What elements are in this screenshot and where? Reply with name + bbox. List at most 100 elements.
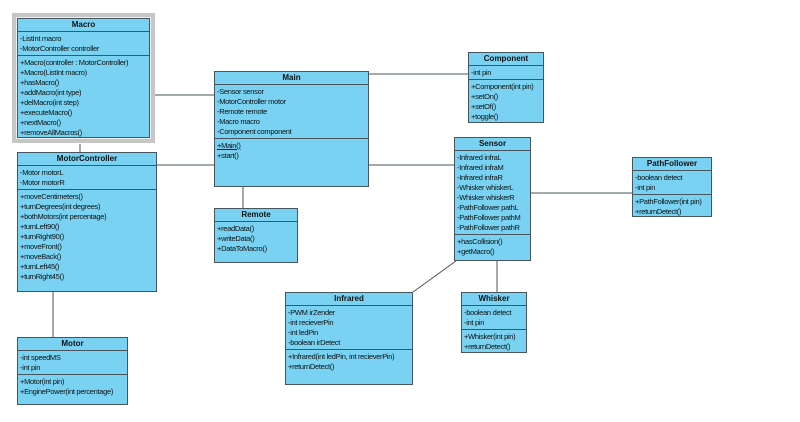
method-member: +addMacro(int type): [20, 88, 82, 97]
class-whisker[interactable]: Whisker-boolean detect-int pin+Whisker(i…: [461, 292, 527, 353]
class-attributes-pathfollower: -boolean detect-int pin: [633, 171, 711, 195]
attribute-member: -Motor motorL: [20, 168, 64, 177]
method-member: +writeData(): [217, 234, 255, 243]
class-attributes-component: -int pin: [469, 66, 543, 80]
attribute-member: -Infrared infraR: [457, 173, 503, 182]
class-title-motor: Motor: [18, 338, 127, 351]
class-title-motorcontroller: MotorController: [18, 153, 156, 166]
method-member: +Main(): [217, 141, 241, 150]
class-attributes-main: -Sensor sensor-MotorController motor-Rem…: [215, 85, 368, 139]
class-title-pathfollower: PathFollower: [633, 158, 711, 171]
attribute-member: -boolean detect: [635, 173, 683, 182]
method-member: +start(): [217, 151, 239, 160]
method-member: +Component(int pin): [471, 82, 534, 91]
class-methods-whisker: +Whisker(int pin)+returnDetect(): [462, 330, 526, 353]
class-attributes-macro: -ListInt macro-MotorController controlle…: [18, 32, 149, 56]
method-member: +bothMotors(int percentage): [20, 212, 107, 221]
attribute-member: -int pin: [464, 318, 485, 327]
method-member: +getMacro(): [457, 247, 495, 256]
attribute-member: -Component component: [217, 127, 292, 136]
attribute-member: -boolean irDetect: [288, 338, 341, 347]
method-member: +turnRight45(): [20, 272, 64, 281]
connector-sensor-infrared: [412, 260, 457, 293]
class-macro[interactable]: Macro-ListInt macro-MotorController cont…: [17, 18, 150, 138]
method-member: +hasCollision(): [457, 237, 503, 246]
method-member: +turnLeft90(): [20, 222, 60, 231]
attribute-member: -Remote remote: [217, 107, 267, 116]
method-member: +hasMacro(): [20, 78, 60, 87]
attribute-member: -Infrared infraM: [457, 163, 504, 172]
method-member: +Whisker(int pin): [464, 332, 516, 341]
attribute-member: -Macro macro: [217, 117, 260, 126]
method-member: +nextMacro(): [20, 118, 61, 127]
attribute-member: -PWM irZender: [288, 308, 335, 317]
attribute-member: -MotorController motor: [217, 97, 286, 106]
attribute-member: -MotorController controller: [20, 44, 100, 53]
class-title-infrared: Infrared: [286, 293, 412, 306]
class-sensor[interactable]: Sensor-Infrared infraL-Infrared infraM-I…: [454, 137, 531, 261]
class-motorcontroller[interactable]: MotorController-Motor motorL-Motor motor…: [17, 152, 157, 292]
method-member: +Macro(controller : MotorController): [20, 58, 129, 67]
method-member: +returnDetect(): [635, 207, 682, 216]
class-title-main: Main: [215, 72, 368, 85]
class-methods-motor: +Motor(int pin)+EnginePower(int percenta…: [18, 375, 127, 404]
class-methods-infrared: +Infrared(int ledPin, int recieverPin)+r…: [286, 350, 412, 384]
method-member: +setOf(): [471, 102, 496, 111]
class-methods-main: +Main()+start(): [215, 139, 368, 186]
class-methods-motorcontroller: +moveCentimeters()+turnDegrees(int degre…: [18, 190, 156, 291]
method-member: +PathFollower(int pin): [635, 197, 702, 206]
method-member: +DataToMacro(): [217, 244, 267, 253]
method-member: +EnginePower(int percentage): [20, 387, 114, 396]
class-component[interactable]: Component-int pin+Component(int pin)+set…: [468, 52, 544, 123]
class-main[interactable]: Main-Sensor sensor-MotorController motor…: [214, 71, 369, 187]
attribute-member: -int speedMS: [20, 353, 61, 362]
attribute-member: -PathFollower pathL: [457, 203, 519, 212]
class-attributes-infrared: -PWM irZender-int recieverPin-int ledPin…: [286, 306, 412, 350]
method-member: +removeAllMacros(): [20, 128, 82, 137]
attribute-member: -Infrared infraL: [457, 153, 502, 162]
method-member: +executeMacro(): [20, 108, 72, 117]
class-title-macro: Macro: [18, 19, 149, 32]
method-member: +moveFront(): [20, 242, 62, 251]
attribute-member: -int pin: [20, 363, 41, 372]
class-title-component: Component: [469, 53, 543, 66]
method-member: +setOn(): [471, 92, 498, 101]
class-attributes-sensor: -Infrared infraL-Infrared infraM-Infrare…: [455, 151, 530, 235]
method-member: +moveBack(): [20, 252, 62, 261]
method-member: +toggle(): [471, 112, 499, 121]
class-attributes-motorcontroller: -Motor motorL-Motor motorR: [18, 166, 156, 190]
method-member: +turnLeft45(): [20, 262, 60, 271]
method-member: +moveCentimeters(): [20, 192, 83, 201]
class-title-whisker: Whisker: [462, 293, 526, 306]
attribute-member: -int pin: [635, 183, 656, 192]
method-member: +delMacro(int step): [20, 98, 79, 107]
attribute-member: -PathFollower pathM: [457, 213, 521, 222]
class-infrared[interactable]: Infrared-PWM irZender-int recieverPin-in…: [285, 292, 413, 385]
attribute-member: -Motor motorR: [20, 178, 65, 187]
method-member: +turnRight90(): [20, 232, 64, 241]
method-member: +returnDetect(): [288, 362, 335, 371]
class-pathfollower[interactable]: PathFollower-boolean detect-int pin+Path…: [632, 157, 712, 217]
attribute-member: -int pin: [471, 68, 492, 77]
method-member: +turnDegrees(int degrees): [20, 202, 101, 211]
class-attributes-whisker: -boolean detect-int pin: [462, 306, 526, 330]
class-methods-component: +Component(int pin)+setOn()+setOf()+togg…: [469, 80, 543, 123]
method-member: +Macro(ListInt macro): [20, 68, 87, 77]
attribute-member: -Whisker whiskerL: [457, 183, 514, 192]
attribute-member: -int recieverPin: [288, 318, 334, 327]
class-methods-pathfollower: +PathFollower(int pin)+returnDetect(): [633, 195, 711, 218]
method-member: +returnDetect(): [464, 342, 511, 351]
class-attributes-motor: -int speedMS-int pin: [18, 351, 127, 375]
class-remote[interactable]: Remote+readData()+writeData()+DataToMacr…: [214, 208, 298, 263]
class-title-sensor: Sensor: [455, 138, 530, 151]
class-methods-sensor: +hasCollision()+getMacro(): [455, 235, 530, 260]
method-member: +Infrared(int ledPin, int recieverPin): [288, 352, 395, 361]
class-motor[interactable]: Motor-int speedMS-int pin+Motor(int pin)…: [17, 337, 128, 405]
attribute-member: -Whisker whiskerR: [457, 193, 515, 202]
class-methods-macro: +Macro(controller : MotorController)+Mac…: [18, 56, 149, 139]
attribute-member: -PathFollower pathR: [457, 223, 520, 232]
class-title-remote: Remote: [215, 209, 297, 222]
attribute-member: -boolean detect: [464, 308, 512, 317]
